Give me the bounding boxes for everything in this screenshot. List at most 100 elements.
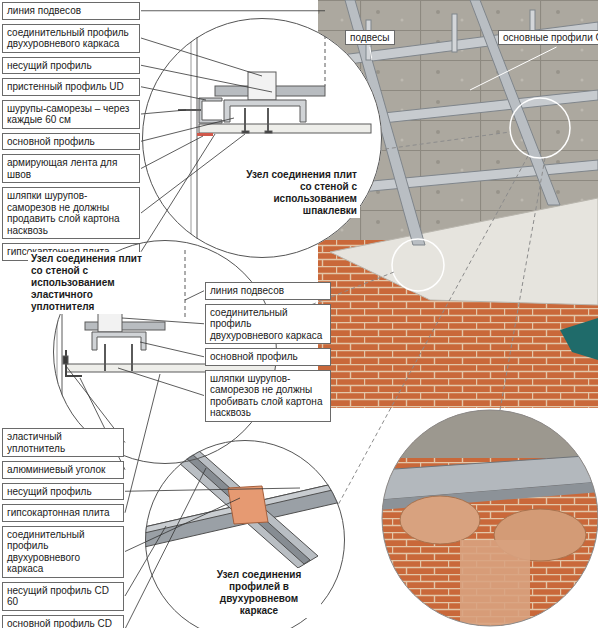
callout-box: армирующая лента для швов: [2, 154, 140, 183]
detail-wall-joint: [178, 14, 371, 260]
photo-detail: [380, 408, 598, 628]
callout-box: алюминиевый уголок: [2, 461, 124, 479]
callout-box: соединительный профиль двухуровневого ка…: [205, 304, 331, 345]
dashed-link: [378, 132, 510, 150]
callout-box: несущий профиль: [2, 57, 140, 75]
leader-line: [125, 488, 300, 491]
detail-title: Узел соединения профилей в двухуровневом…: [197, 568, 321, 618]
dashed-link: [338, 156, 528, 505]
leader-line: [125, 374, 160, 513]
callout-text: основной профиль: [7, 136, 135, 148]
callout-text: шляпки шурупов-саморезов не должны проби…: [210, 373, 326, 419]
callout-box: пристенный профиль UD: [2, 78, 140, 96]
callout-box: несущий профиль CD 60: [2, 582, 124, 611]
detail-profile-joint: [140, 440, 350, 628]
callout-text: армирующая лента для швов: [7, 157, 135, 180]
callout-box: соединительный профиль двухуровневого ка…: [2, 24, 140, 53]
detail-profile-joint: [140, 450, 350, 568]
photo: [510, 98, 570, 158]
photo-label: подвесы: [345, 30, 395, 45]
callout-text: соединительный профиль двухуровневого ка…: [7, 27, 135, 50]
leader-line: [122, 318, 204, 324]
detail-wall-joint: [325, 14, 326, 86]
photo-detail: [380, 408, 598, 628]
detail-circle: Узел соединения плит со стеной с использ…: [142, 18, 382, 258]
leader-line: [141, 10, 325, 11]
detail-wall-joint: [197, 133, 213, 136]
callout-text: шурупы-саморезы – через каждые 60 см: [7, 103, 135, 126]
photo-profile: [452, 14, 457, 52]
detail-wall-joint: [265, 131, 272, 133]
detail-sealant-joint: [131, 344, 133, 371]
detail-wall-joint: [199, 98, 222, 123]
callout-text: соединительный профиль двухуровневого ка…: [7, 529, 119, 575]
callout-text: несущий профиль: [7, 486, 119, 498]
callout-text: несущий профиль CD 60: [7, 585, 119, 608]
leader-line: [125, 468, 206, 628]
callout-box: гипсокартонная плита: [2, 504, 124, 522]
detail-circle: Узел соединения профилей в двухуровневом…: [145, 440, 345, 628]
photo-detail: [380, 408, 598, 458]
callout-text: соединительный профиль двухуровневого ка…: [210, 307, 326, 342]
detail-wall-joint: [242, 131, 249, 133]
detail-sealant-joint: [185, 250, 186, 320]
detail-sealant-joint: [104, 344, 106, 371]
leader-line: [141, 110, 186, 114]
photo: [330, 198, 598, 305]
detail-sealant-joint: [85, 322, 165, 330]
photo-detail: [400, 496, 480, 544]
leader-line: [141, 134, 245, 213]
callout-text: эластичный уплотнитель: [7, 431, 119, 454]
circle-outline: [142, 18, 382, 258]
photo-label: основные профили CD: [498, 30, 598, 45]
callout-box: линия подвесов: [205, 282, 331, 300]
detail-sealant-joint: [92, 332, 146, 350]
detail-wall-joint: [191, 20, 192, 260]
callout-box: шляпки шурупов-саморезов не должны прода…: [2, 187, 140, 239]
callout-box: шурупы-саморезы – через каждые 60 см: [2, 100, 140, 129]
circle-outline: [143, 19, 382, 258]
callout-text: основной профиль: [210, 351, 326, 363]
detail-profile-joint: [178, 450, 318, 568]
dashed-link: [500, 158, 545, 410]
detail-wall-joint: [142, 18, 382, 258]
circle-outline: [146, 441, 345, 628]
detail-wall-joint: [267, 108, 269, 132]
detail-profile-joint: [140, 480, 350, 534]
leader-line: [140, 342, 204, 357]
leader-line: [125, 498, 240, 552]
leader-line: [370, 47, 372, 60]
callout-box: основной профиль CD 60: [2, 615, 124, 628]
photo-detail: [382, 410, 598, 626]
leader-line: [141, 65, 272, 92]
detail-wall-joint: [224, 100, 306, 122]
leader-line: [470, 47, 557, 90]
callout-text: пристенный профиль UD: [7, 81, 135, 93]
leader-line: [185, 291, 204, 300]
detail-sealant-joint: [63, 356, 68, 364]
callout-text: линия подвесов: [210, 285, 326, 297]
detail-wall-joint: [244, 108, 246, 132]
callout-text: алюминиевый уголок: [7, 464, 119, 476]
callout-box: основной профиль: [2, 133, 140, 151]
leader-line: [141, 38, 262, 76]
leader-line: [118, 368, 204, 396]
detail-wall-joint: [199, 124, 371, 133]
leader-line: [141, 134, 215, 252]
callout-text: линия подвесов: [7, 5, 135, 17]
callout-box: несущий профиль: [2, 483, 124, 501]
detail-profile-joint: [228, 486, 268, 524]
photo-detail: [380, 408, 598, 628]
leader-line: [141, 136, 203, 169]
callout-box: линия подвесов: [2, 2, 140, 20]
detail-title: Узел соединения плит со стеной с использ…: [28, 252, 158, 314]
callout-box: соединительный профиль двухуровневого ка…: [2, 526, 124, 578]
detail-title: Узел соединения плит со стеной с использ…: [240, 168, 360, 218]
photo-detail: [460, 540, 530, 628]
callout-box: эластичный уплотнитель: [2, 428, 124, 457]
callout-text: несущий профиль: [7, 60, 135, 72]
callout-text: основной профиль CD 60: [7, 618, 119, 628]
callout-box: шляпки шурупов-саморезов не должны проби…: [205, 370, 331, 422]
leader-line: [141, 118, 234, 141]
